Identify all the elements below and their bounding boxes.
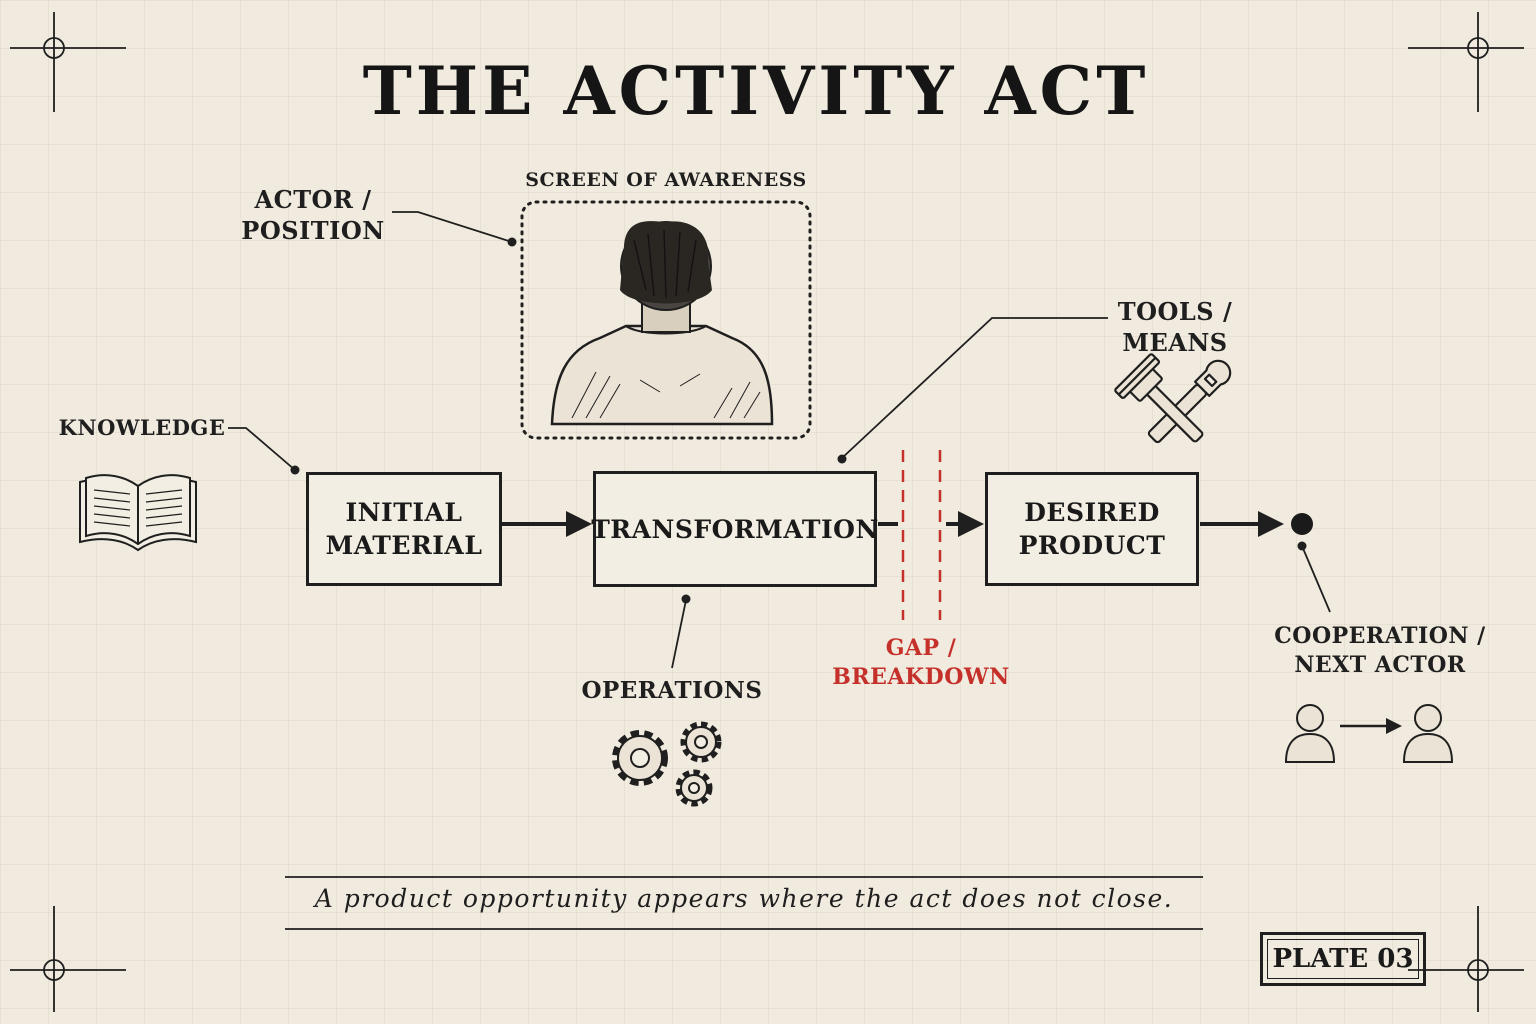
operations-label: OPERATIONS <box>581 677 763 704</box>
actor-label-line1: ACTOR / <box>254 185 372 214</box>
end-point <box>1291 513 1313 535</box>
tools-means-label: TOOLS / MEANS <box>1100 296 1250 358</box>
initial-material-line1: INITIAL <box>345 498 463 527</box>
cooperation-label-line2: NEXT ACTOR <box>1294 651 1466 678</box>
transformation-box: TRANSFORMATION <box>591 471 879 587</box>
flow-arrows <box>502 511 1284 537</box>
crop-marks <box>10 12 1524 1012</box>
gap-break-lines <box>901 450 942 620</box>
cooperation-label-line1: COOPERATION / <box>1274 623 1486 649</box>
cooperation-label: COOPERATION / NEXT ACTOR <box>1270 622 1490 679</box>
initial-material-box: INITIAL MATERIAL <box>306 472 502 586</box>
caption: A product opportunity appears where the … <box>314 884 1174 913</box>
gap-breakdown-label: GAP / BREAKDOWN <box>826 634 1016 691</box>
screen-of-awareness-frame <box>520 200 812 440</box>
gears-icon <box>612 721 722 807</box>
gap-label-line2: BREAKDOWN <box>832 663 1010 690</box>
handoff-arrow <box>1340 718 1402 734</box>
person-icon <box>1284 704 1336 763</box>
leader-lines <box>228 211 1331 669</box>
gap-label-line1: GAP / <box>885 635 957 661</box>
hammer-wrench-icon <box>1114 353 1232 444</box>
caption-rules <box>285 876 1203 930</box>
tools-label-line2: MEANS <box>1122 328 1228 358</box>
actor-label-line2: POSITION <box>241 216 385 246</box>
person-icon <box>1402 704 1454 763</box>
tools-label-line1: TOOLS / <box>1117 297 1233 326</box>
desired-product-line1: DESIRED <box>1024 498 1160 527</box>
desired-product-box: DESIRED PRODUCT <box>985 472 1199 586</box>
screen-of-awareness-label: SCREEN OF AWARENESS <box>525 169 807 191</box>
person-back-icon <box>550 221 774 426</box>
page-title: THE ACTIVITY ACT <box>362 52 1150 130</box>
transformation-label: TRANSFORMATION <box>591 514 879 544</box>
knowledge-label: KNOWLEDGE <box>58 415 226 440</box>
book-icon <box>79 474 197 552</box>
leader-dots <box>290 237 1307 604</box>
desired-product-line2: PRODUCT <box>1018 531 1166 560</box>
initial-material-line2: MATERIAL <box>325 531 483 560</box>
plate-label: PLATE 03 <box>1260 932 1426 986</box>
actor-position-label: ACTOR / POSITION <box>236 184 390 246</box>
